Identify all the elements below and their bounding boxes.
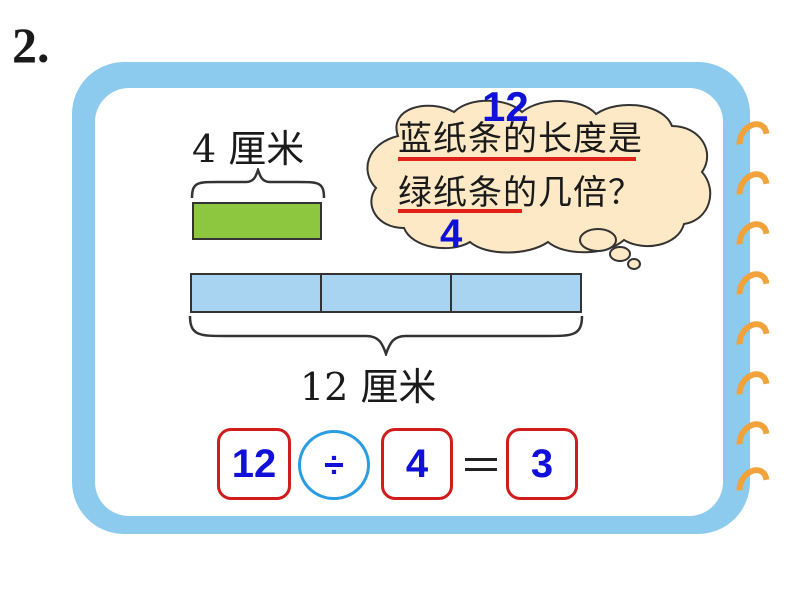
question-line-2: 绿纸条的几倍？ xyxy=(398,173,643,213)
divisor-box: 4 xyxy=(381,428,453,500)
long-bar-brace xyxy=(188,315,584,356)
green-paper-strip xyxy=(192,202,322,240)
blue-strip-segment xyxy=(322,275,452,311)
equals-sign: ＝ xyxy=(459,441,503,492)
result-box: 3 xyxy=(506,428,578,500)
underline-green-strip xyxy=(398,209,522,213)
short-bar-label: 4 厘米 xyxy=(192,127,305,171)
short-bar-brace xyxy=(190,168,326,199)
question-line-1: 蓝纸条的长度是 xyxy=(398,119,643,159)
long-bar-label: 12 厘米 xyxy=(300,365,437,409)
annotation-four: 4 xyxy=(440,212,463,256)
underline-blue-strip-length xyxy=(398,157,636,161)
blue-strip-segment xyxy=(452,275,580,311)
annotation-twelve: 12 xyxy=(482,83,529,130)
thought-bubble xyxy=(366,99,712,270)
blue-strip-segment xyxy=(192,275,322,311)
blue-paper-strip xyxy=(190,273,582,313)
operator-circle: ÷ xyxy=(298,430,370,500)
dividend-box: 12 xyxy=(217,428,291,500)
problem-number: 2. xyxy=(12,17,50,73)
